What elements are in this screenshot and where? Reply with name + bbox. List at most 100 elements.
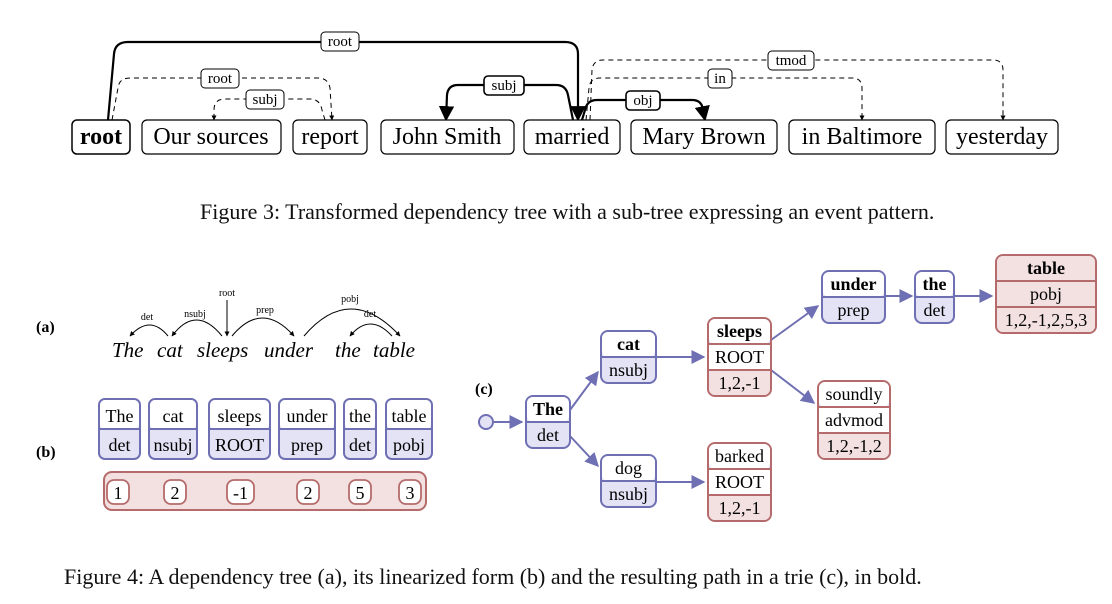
node-text: 1 xyxy=(114,483,123,503)
node-text: sleeps xyxy=(218,406,262,426)
trie-edge xyxy=(569,370,599,411)
fig4a-arc-label: det xyxy=(141,312,153,323)
fig3-arc-label: root xyxy=(320,31,360,52)
svg-text:in: in xyxy=(714,71,726,87)
node-text: ROOT xyxy=(215,435,264,455)
fig4a-arc-nsubj xyxy=(171,319,223,337)
node-text: The xyxy=(533,399,563,419)
node-text: pobj xyxy=(393,435,425,455)
fig4a-arc-label: root xyxy=(219,288,235,299)
fig3-token-root: root xyxy=(71,119,131,155)
node-text: det xyxy=(924,300,946,320)
node-text: det xyxy=(109,435,131,455)
node-text: the xyxy=(349,406,371,426)
fig3-token: yesterday xyxy=(945,119,1059,155)
linearized-token: The det xyxy=(98,398,141,460)
fig3-arc-label: subj xyxy=(483,75,525,96)
node-text: cat xyxy=(163,406,184,426)
node-text: prep xyxy=(838,300,870,320)
fig4a-arc-prep xyxy=(231,317,295,337)
node-text: 1,2,-1,2,5,3 xyxy=(1005,310,1088,330)
node-text: ROOT xyxy=(715,347,764,367)
svg-text:root: root xyxy=(328,34,353,50)
svg-text:yesterday: yesterday xyxy=(956,124,1048,150)
fig3-token: Our sources xyxy=(141,119,282,155)
svg-text:John Smith: John Smith xyxy=(393,124,502,150)
figure-4b: (b) ThedetcatnsubjsleepsROOTunderprepthe… xyxy=(36,398,433,511)
label-c: (c) xyxy=(475,381,493,398)
node-text: 1,2,-1,2 xyxy=(826,436,882,456)
fig3-arc-label: tmod xyxy=(767,50,815,71)
svg-text:Mary Brown: Mary Brown xyxy=(642,124,765,150)
node-text: nsubj xyxy=(609,484,648,504)
linearized-token: the det xyxy=(343,398,377,460)
node-text: The xyxy=(106,406,134,426)
figure-3: root root subj subj obj in tmod r xyxy=(71,31,1059,155)
fig3-arc-label: in xyxy=(707,68,733,89)
linearized-token: cat nsubj xyxy=(148,398,198,460)
fig3-token: report xyxy=(292,119,368,155)
svg-text:Our sources: Our sources xyxy=(153,124,268,150)
index-cell: 2 xyxy=(296,479,320,505)
node-text: under xyxy=(287,406,328,426)
fig3-token: Mary Brown xyxy=(630,119,778,155)
node-text: the xyxy=(923,274,947,294)
figure-4a: (a) The cat sleeps under the table det n… xyxy=(36,288,415,362)
svg-text:obj: obj xyxy=(633,93,652,109)
fig4a-arc-pobj xyxy=(303,308,401,337)
index-cell: 3 xyxy=(398,479,422,505)
figure-3-caption: Figure 3: Transformed dependency tree wi… xyxy=(200,199,935,224)
node-text: det xyxy=(349,435,371,455)
index-cell: 1 xyxy=(106,479,130,505)
trie-edge xyxy=(770,369,816,404)
svg-text:in Baltimore: in Baltimore xyxy=(802,124,923,150)
figure-4c: (c) ThedetcatnsubjdognsubjsleepsROOT1,2,… xyxy=(475,254,1097,522)
sentence-word: The xyxy=(112,338,144,362)
fig3-arc-subj-dashed xyxy=(211,98,326,121)
fig4a-arc-label: prep xyxy=(256,305,274,316)
node-text: 1,2,-1 xyxy=(719,373,761,393)
sentence-word: sleeps xyxy=(197,338,248,362)
node-text: 3 xyxy=(406,483,415,503)
fig3-arc-root-dashed xyxy=(111,77,335,121)
trie-start-node xyxy=(478,414,494,430)
svg-text:married: married xyxy=(535,124,610,150)
node-text: table xyxy=(1027,258,1065,278)
trie-node-the: The det xyxy=(525,395,571,449)
trie-node-the2: the det xyxy=(914,270,955,324)
node-text: nsubj xyxy=(609,360,648,380)
fig4a-arc-det xyxy=(129,324,169,337)
fig4a-arc-det2 xyxy=(349,323,393,337)
fig3-token: in Baltimore xyxy=(788,119,936,155)
node-text: dog xyxy=(615,458,642,478)
sentence-word: the xyxy=(335,338,361,362)
index-cell: -1 xyxy=(226,479,255,505)
label-a: (a) xyxy=(36,319,55,336)
node-text: 1,2,-1 xyxy=(719,498,761,518)
node-text: soundly xyxy=(825,384,882,404)
svg-text:subj: subj xyxy=(252,92,277,108)
node-text: 2 xyxy=(171,483,180,503)
trie-edge xyxy=(770,305,820,341)
fig4a-arc-label: pobj xyxy=(341,294,359,305)
node-text: ROOT xyxy=(715,472,764,492)
node-text: det xyxy=(537,425,559,445)
sentence-word: under xyxy=(264,338,314,362)
svg-text:subj: subj xyxy=(491,78,516,94)
fig4a-arc-label: det xyxy=(364,309,376,320)
label-b: (b) xyxy=(36,444,56,461)
node-text: nsubj xyxy=(153,435,192,455)
svg-text:report: report xyxy=(301,124,359,150)
node-text: 5 xyxy=(356,483,365,503)
trie-edge xyxy=(569,435,599,468)
